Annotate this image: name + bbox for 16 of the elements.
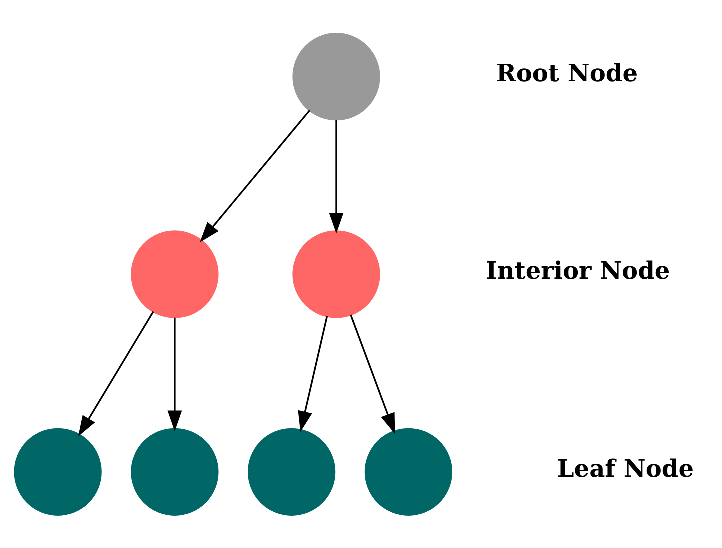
label: Root Node <box>496 58 638 87</box>
node-circle <box>14 428 102 516</box>
node-circle <box>131 428 219 516</box>
arrow <box>78 310 154 436</box>
node-circle <box>292 230 380 318</box>
arrow <box>200 110 310 242</box>
arrow <box>168 317 182 431</box>
label: Interior Node <box>486 256 670 285</box>
node-circle <box>292 32 380 120</box>
node-circle <box>364 428 453 516</box>
node-circle <box>248 428 336 516</box>
arrow <box>350 314 396 434</box>
arrow <box>298 316 328 432</box>
node-circle <box>131 230 219 318</box>
label: Leaf Node <box>557 453 694 482</box>
arrow <box>329 120 344 234</box>
